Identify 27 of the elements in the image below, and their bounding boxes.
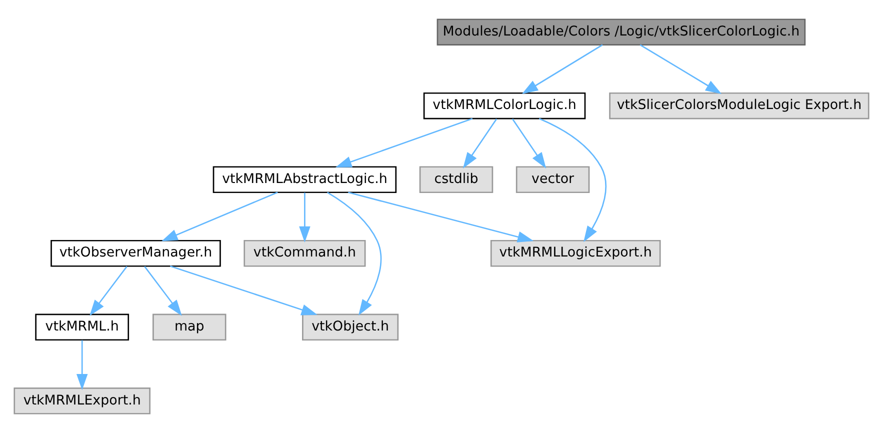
node-box: cstdlib (419, 166, 494, 193)
node-box: vtkSlicerColorsModuleLogic Export.h (609, 92, 870, 119)
node-box: vtkMRML.h (35, 313, 130, 340)
arrow (462, 118, 498, 168)
arrow (170, 265, 318, 315)
node-box: vtkMRMLLogicExport.h (490, 239, 661, 266)
arrow (640, 44, 722, 94)
arrow (348, 191, 534, 242)
node-box: Modules/Loadable/Colors /Logic/vtkSlicerColorLogic.h (436, 18, 806, 46)
node-box: vtkObject.h (302, 313, 399, 340)
arrow (538, 118, 607, 242)
arrow (512, 118, 546, 168)
arrow (327, 191, 382, 316)
arrow (90, 266, 128, 316)
node-box: vector (516, 166, 590, 193)
arrow (162, 191, 278, 241)
node-box: vtkCommand.h (244, 239, 366, 266)
node-box: vtkMRMLColorLogic.h (423, 92, 586, 119)
node-box: vtkMRMLAbstractLogic.h (212, 166, 397, 193)
node-box: vtkObserverManager.h (50, 239, 221, 266)
node-box: map (152, 313, 226, 340)
arrow (76, 340, 88, 390)
node-box: vtkMRMLExport.h (14, 386, 150, 414)
arrow (336, 118, 473, 167)
arrow (522, 44, 603, 94)
arrow (144, 266, 182, 316)
arrow (299, 192, 310, 242)
